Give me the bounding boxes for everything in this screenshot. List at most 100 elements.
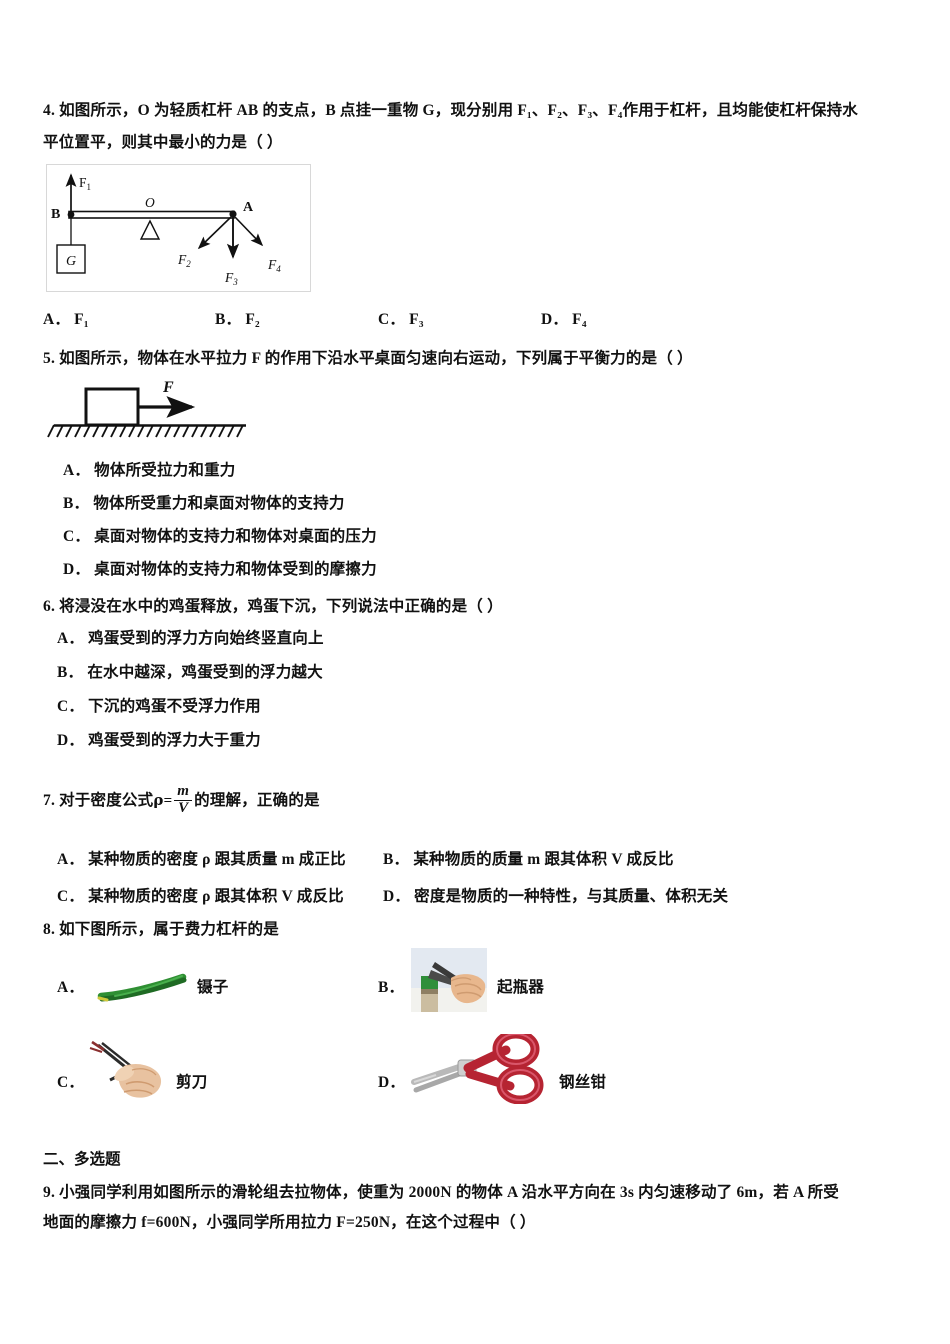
question-8-option-b-text: 起瓶器 [497,979,545,996]
question-5-option-a[interactable]: A． 物体所受拉力和重力 [63,458,235,480]
question-6-option-a-label: A． [57,630,85,647]
question-7-option-c-text: 某种物质的密度 ρ 跟其体积 V 成反比 [88,888,344,905]
pliers-image [406,1034,551,1104]
question-8-option-a-text: 镊子 [197,979,229,996]
question-9-stem-text-1: 小强同学利用如图所示的滑轮组去拉物体，使重为 2000N 的物体 A 沿水平方向… [59,1184,840,1201]
question-7-option-c-label: C． [57,888,85,905]
question-4-option-b[interactable]: B． F₂ [215,307,260,329]
question-6-option-b-label: B． [57,664,84,681]
lever-label-o: O [145,195,155,210]
question-7-option-b[interactable]: B． 某种物质的质量 m 跟其体积 V 成反比 [383,847,674,869]
tweezers-image [95,968,190,1002]
question-7-number: 7. [43,792,56,809]
density-denominator: V [174,799,193,817]
question-8-option-c-text: 剪刀 [176,1074,208,1091]
question-4-stem-line-2: 平位置平，则其中最小的力是（ ） [43,134,283,151]
density-numerator: m [177,783,190,799]
question-9-stem-line-2: 地面的摩擦力 f=600N，小强同学所用拉力 F=250N，在这个过程中（ ） [43,1214,536,1231]
question-8-option-d-label[interactable]: D． [378,1074,406,1091]
lever-label-f3: F3 [224,270,238,287]
question-5-option-d[interactable]: D． 桌面对物体的支持力和物体受到的摩擦力 [63,557,377,579]
question-6-option-b-text: 在水中越深，鸡蛋受到的浮力越大 [87,664,323,681]
bottle-opener-svg [411,948,487,1012]
question-4-option-d-label: D． [541,311,569,328]
question-6-stem-text: 将浸没在水中的鸡蛋释放，鸡蛋下沉，下列说法中正确的是（ ） [59,598,503,615]
question-9-number: 9. [43,1184,56,1201]
question-4-option-d-text: F₄ [572,311,587,328]
question-6-stem: 6. 将浸没在水中的鸡蛋释放，鸡蛋下沉，下列说法中正确的是（ ） [43,592,503,622]
question-4-option-c-text: F₃ [409,311,424,328]
lever-label-f4: F4 [267,257,281,274]
question-4-option-d[interactable]: D． F₄ [541,307,587,329]
question-5-option-c-label: C． [63,528,91,545]
block-label-f: F [162,379,174,396]
question-5-option-d-label: D． [63,561,91,578]
question-5-option-b-text: 物体所受重力和桌面对物体的支持力 [93,495,345,512]
pliers-svg [411,1034,544,1104]
question-6-option-a-text: 鸡蛋受到的浮力方向始终竖直向上 [88,630,324,647]
question-5-option-b[interactable]: B． 物体所受重力和桌面对物体的支持力 [63,491,345,513]
scissors-image [88,1040,183,1102]
lever-label-f2: F2 [177,252,191,269]
block-on-table-diagram: F [46,372,261,444]
question-5-option-a-label: A． [63,462,91,479]
question-4-option-c-label: C． [378,311,406,328]
question-4-stem-text-1: 如图所示，O 为轻质杠杆 AB 的支点，B 点挂一重物 G，现分别用 F₁、F₂… [59,102,859,119]
density-symbol-rho: ρ [153,791,164,809]
question-7-option-a[interactable]: A． 某种物质的密度 ρ 跟其质量 m 成正比 [57,847,346,869]
question-6-option-d[interactable]: D． 鸡蛋受到的浮力大于重力 [57,728,261,750]
scissors-svg [89,1040,162,1098]
question-4-option-b-label: B． [215,311,242,328]
lever-label-a: A [243,200,254,215]
block-on-table-svg: F [47,379,246,438]
lever-label-g: G [66,254,76,269]
question-8-option-b-label[interactable]: B． [378,979,405,996]
question-5-option-d-text: 桌面对物体的支持力和物体受到的摩擦力 [94,561,377,578]
question-8-option-c-label[interactable]: C． [57,1074,85,1091]
density-equals-sign: = [163,793,173,809]
question-4-option-b-text: F₂ [245,311,260,328]
question-6-option-c[interactable]: C． 下沉的鸡蛋不受浮力作用 [57,694,261,716]
question-7-option-d-text: 密度是物质的一种特性，与其质量、体积无关 [414,888,729,905]
lever-svg: B A O G F1 F2 F3 F4 [51,173,281,287]
question-7-stem-after: 的理解，正确的是 [194,792,320,809]
question-4-number: 4. [43,102,56,119]
question-5-option-a-text: 物体所受拉力和重力 [94,462,236,479]
question-6-number: 6. [43,598,56,615]
question-8-stem: 8. 如下图所示，属于费力杠杆的是 [43,915,279,945]
question-7-option-b-text: 某种物质的质量 m 跟其体积 V 成反比 [413,851,674,868]
question-4-option-a-text: F₁ [74,311,89,328]
question-9-stem-line-1: 9. 小强同学利用如图所示的滑轮组去拉物体，使重为 2000N 的物体 A 沿水… [43,1178,839,1208]
question-5-option-b-label: B． [63,495,90,512]
question-8-option-d-text: 钢丝钳 [559,1074,607,1091]
question-5-option-c-text: 桌面对物体的支持力和物体对桌面的压力 [94,528,377,545]
question-7-option-b-label: B． [383,851,410,868]
question-6-option-d-label: D． [57,732,85,749]
question-7-option-a-label: A． [57,851,85,868]
question-6-option-a[interactable]: A． 鸡蛋受到的浮力方向始终竖直向上 [57,626,324,648]
lever-diagram: B A O G F1 F2 F3 F4 [46,164,311,292]
lever-label-b: B [51,207,60,222]
question-8-stem-text: 如下图所示，属于费力杠杆的是 [59,921,279,938]
question-5-number: 5. [43,350,56,367]
section-heading: 二、多选题 [43,1151,121,1168]
question-6-option-b[interactable]: B． 在水中越深，鸡蛋受到的浮力越大 [57,660,323,682]
question-7-option-c[interactable]: C． 某种物质的密度 ρ 跟其体积 V 成反比 [57,884,344,906]
question-4-option-a-label: A． [43,311,71,328]
question-6-option-d-text: 鸡蛋受到的浮力大于重力 [88,732,261,749]
question-4-option-a[interactable]: A． F₁ [43,307,89,329]
question-7-option-d-label: D． [383,888,411,905]
question-7-option-d[interactable]: D． 密度是物质的一种特性，与其质量、体积无关 [383,884,728,906]
question-4-stem-line-1: 4. 如图所示，O 为轻质杠杆 AB 的支点，B 点挂一重物 G，现分别用 F₁… [43,96,858,126]
tweezers-svg [97,973,187,1002]
question-8-option-a-label[interactable]: A． [57,979,85,996]
bottle-opener-image [411,948,487,1012]
question-5-option-c[interactable]: C． 桌面对物体的支持力和物体对桌面的压力 [63,524,377,546]
question-7-stem-before: 对于密度公式 [59,792,154,809]
question-7-option-a-text: 某种物质的密度 ρ 跟其质量 m 成正比 [88,851,346,868]
question-4-option-c[interactable]: C． F₃ [378,307,424,329]
lever-label-f1: F1 [79,175,91,192]
